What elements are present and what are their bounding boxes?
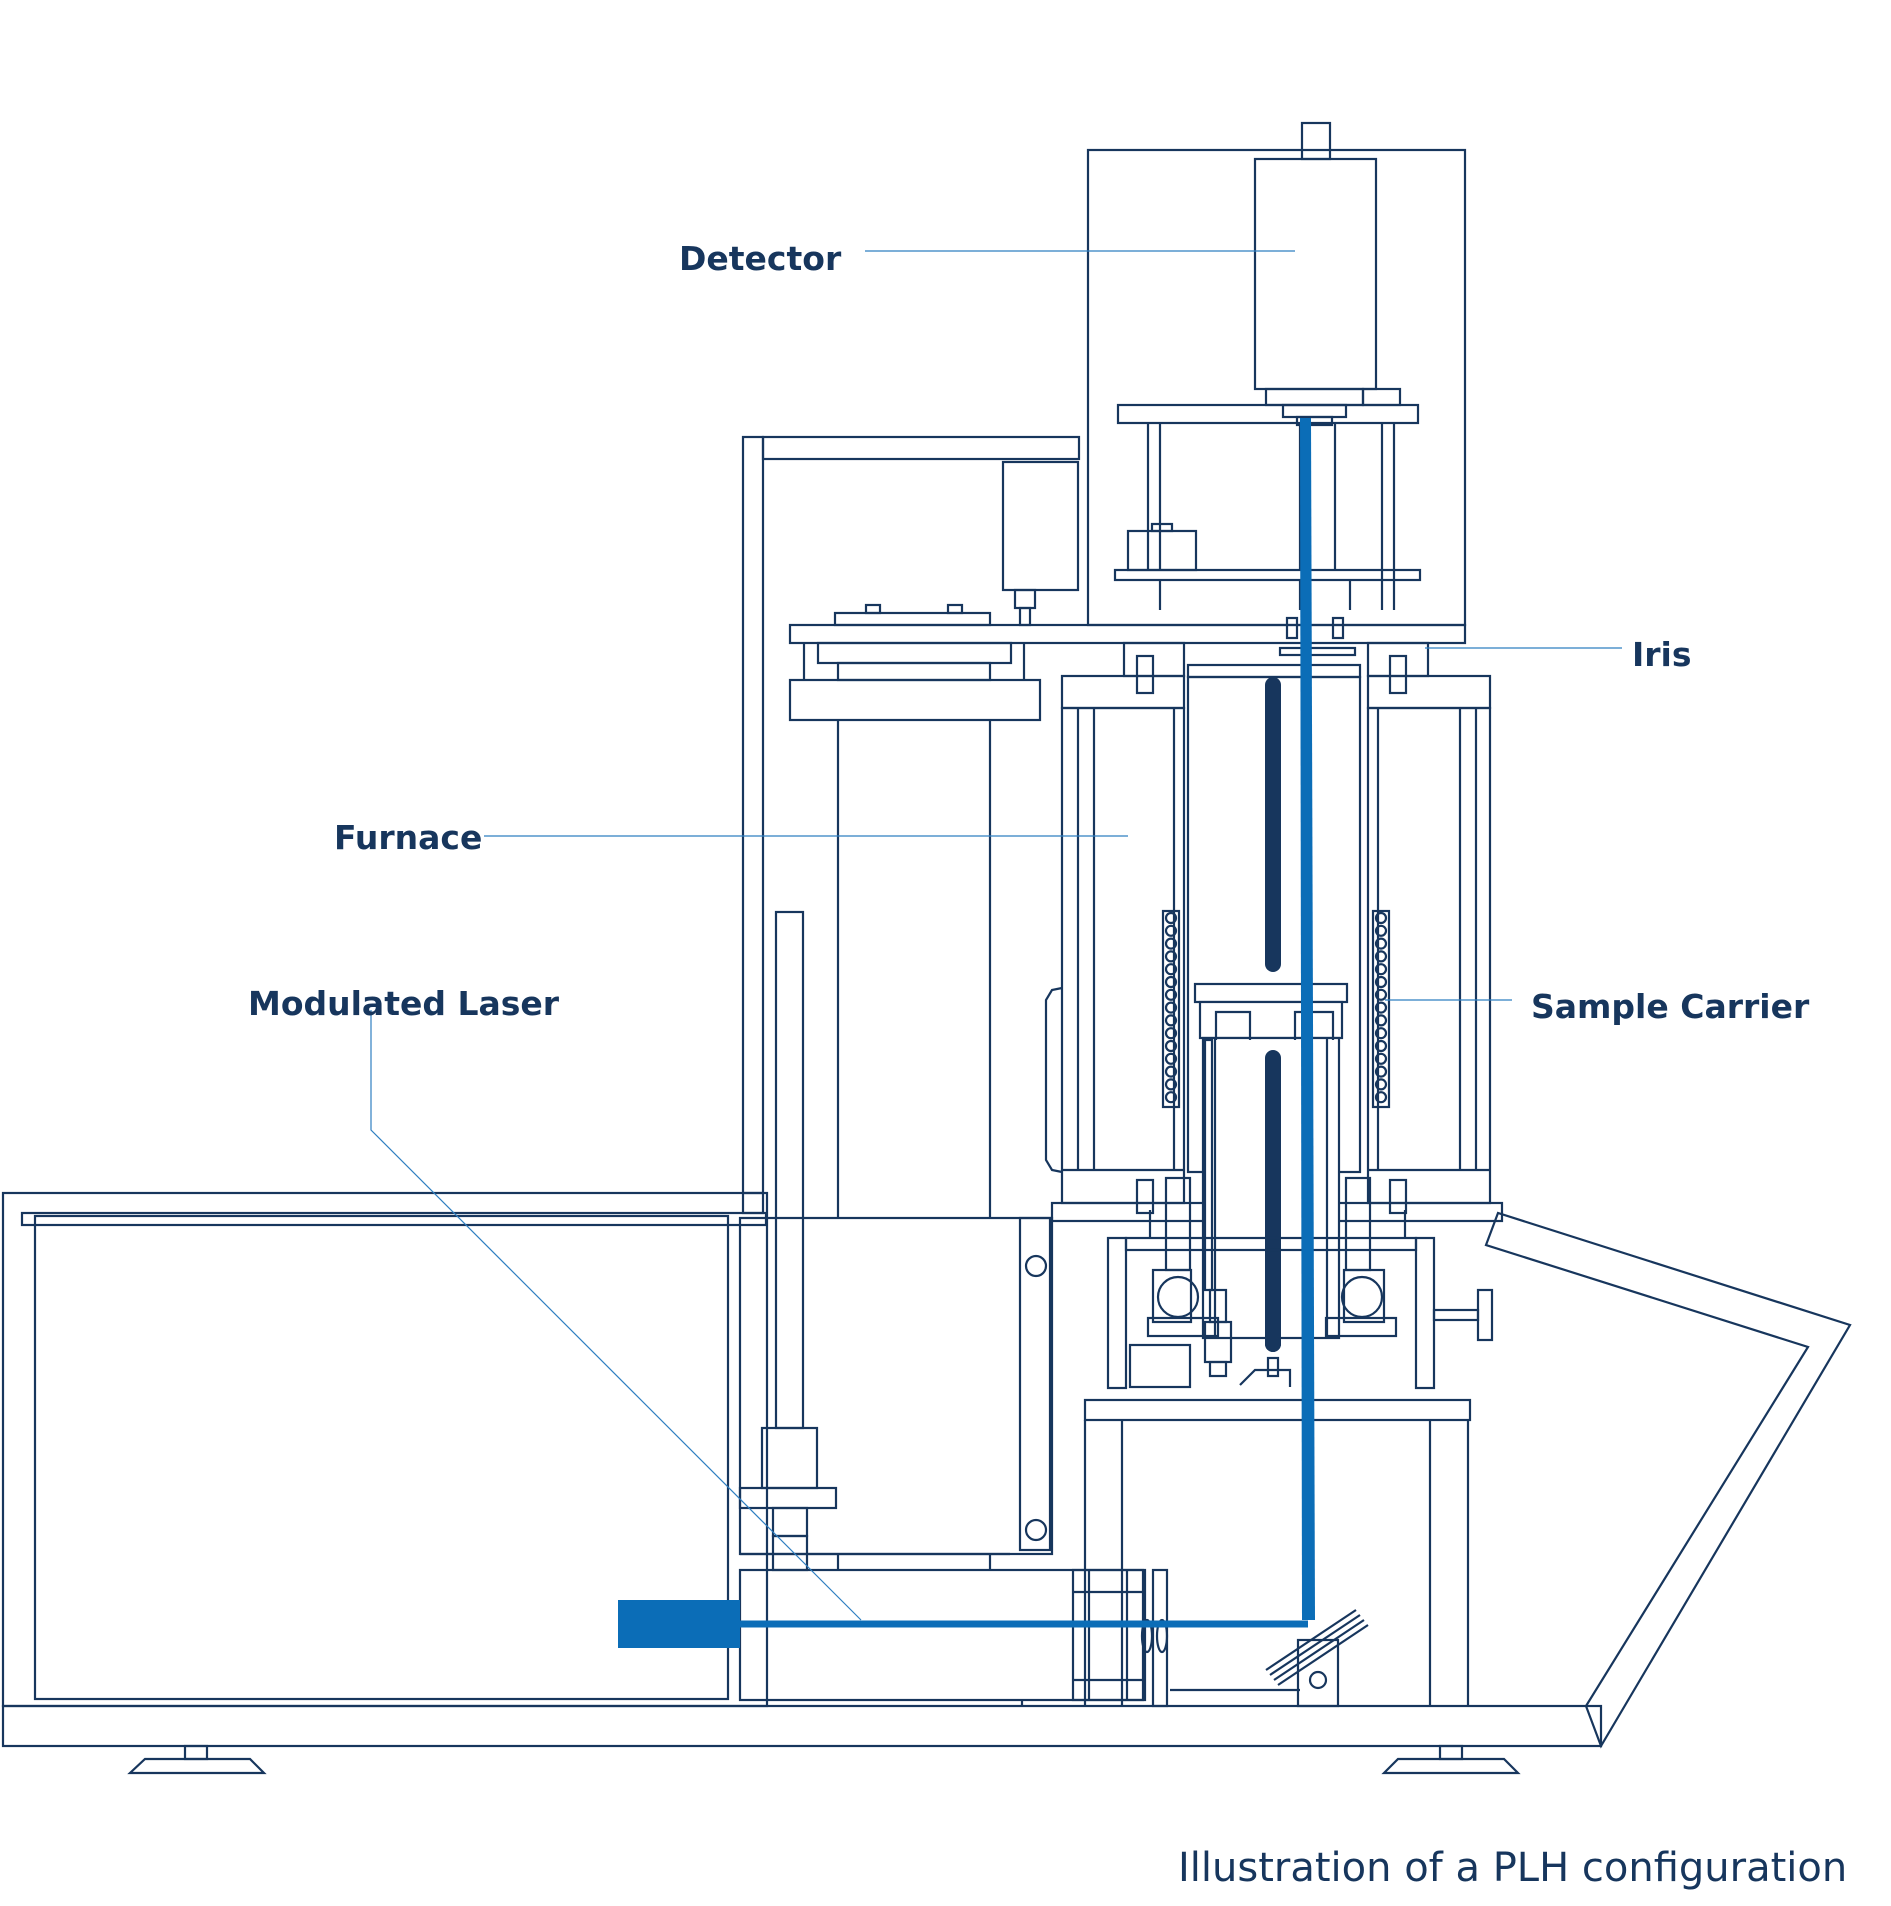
coil-ring [1164, 911, 1178, 925]
coil-ring [1374, 1065, 1388, 1078]
coil-ring [1374, 950, 1388, 963]
label-modulated-laser: Modulated Laser [248, 984, 560, 1023]
coil-ring [1374, 1091, 1388, 1104]
coil-ring [1164, 963, 1178, 976]
coil-ring [1164, 988, 1178, 1001]
coil-ring [1164, 1078, 1178, 1091]
laser-housing [738, 1568, 1169, 1708]
base-plate [1, 1704, 1603, 1775]
leader-lines [370, 250, 1622, 1621]
heating-coil-right [1374, 911, 1388, 1104]
angled-side-panel [1484, 1211, 1852, 1749]
left-housing [1, 435, 1081, 1708]
coil-ring [1164, 1027, 1178, 1040]
coil-ring [1164, 924, 1178, 937]
coil-ring [1374, 963, 1388, 976]
coil-ring [1374, 988, 1388, 1001]
coil-ring [1164, 975, 1178, 989]
coil-ring [1374, 1027, 1388, 1040]
coil-ring [1374, 924, 1388, 937]
mirror [1265, 1609, 1369, 1686]
heating-coil-left [1164, 911, 1178, 1104]
coil-ring [1164, 950, 1178, 963]
detector-cabinet [1086, 121, 1467, 657]
label-iris: Iris [1632, 635, 1692, 674]
laser-beam [618, 418, 1315, 1648]
coil-ring [1164, 1052, 1178, 1065]
callout-labels: Detector Iris Furnace Sample Carrier Mod… [248, 239, 1810, 1026]
furnace-mount [1106, 1176, 1494, 1390]
coil-ring [1374, 1052, 1388, 1065]
coil-ring [1164, 1039, 1178, 1053]
right-lower-frame [1083, 1398, 1472, 1708]
coil-ring [1164, 1014, 1178, 1027]
coil-ring [1374, 1014, 1388, 1027]
coil-ring [1164, 1091, 1178, 1104]
motor [1001, 460, 1080, 627]
coil-ring [1374, 1001, 1388, 1014]
lift-rod [738, 910, 838, 1572]
coil-ring [1374, 1039, 1388, 1053]
coil-ring [1374, 1078, 1388, 1091]
coil-ring [1164, 937, 1178, 950]
coil-ring [1164, 1065, 1178, 1078]
label-furnace: Furnace [334, 818, 482, 857]
coil-ring [1164, 1001, 1178, 1014]
coil-ring [1374, 975, 1388, 989]
coil-ring [1374, 911, 1388, 925]
figure-caption: Illustration of a PLH configuration [1178, 1845, 1848, 1891]
coil-ring [1374, 937, 1388, 950]
label-sample-carrier: Sample Carrier [1531, 987, 1810, 1026]
label-detector: Detector [679, 239, 842, 278]
sample-carrier [1193, 982, 1349, 1352]
support-column [738, 678, 1054, 1570]
